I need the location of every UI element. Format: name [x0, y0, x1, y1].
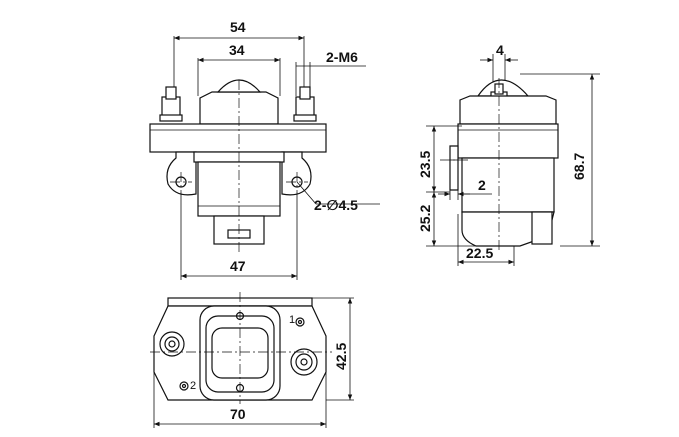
dim-width-70: 70 [230, 406, 246, 422]
dim-depth-22-5: 22.5 [466, 245, 493, 261]
dim-spacing-47: 47 [230, 258, 246, 274]
dim-width-34: 34 [229, 42, 245, 58]
dim-stud-4: 4 [496, 42, 504, 58]
side-view: 4 68.7 23.5 [417, 42, 600, 266]
dim-width-54: 54 [230, 19, 246, 35]
dim-thread-m6: 2-M6 [326, 49, 358, 65]
bottom-view: 1 2 42.5 70 [150, 292, 354, 428]
dim-height-23-5: 23.5 [417, 151, 433, 178]
terminal-2-label: 2 [190, 380, 196, 392]
dim-flange-2: 2 [478, 177, 486, 193]
dim-height-68-7: 68.7 [571, 153, 587, 180]
dim-height-25-2: 25.2 [417, 205, 433, 232]
dim-height-42-5: 42.5 [333, 343, 349, 370]
front-view: 54 34 2-M6 [149, 19, 380, 280]
terminal-1-label: 1 [289, 314, 295, 326]
dim-mount-hole: 2-∅4.5 [314, 197, 358, 213]
